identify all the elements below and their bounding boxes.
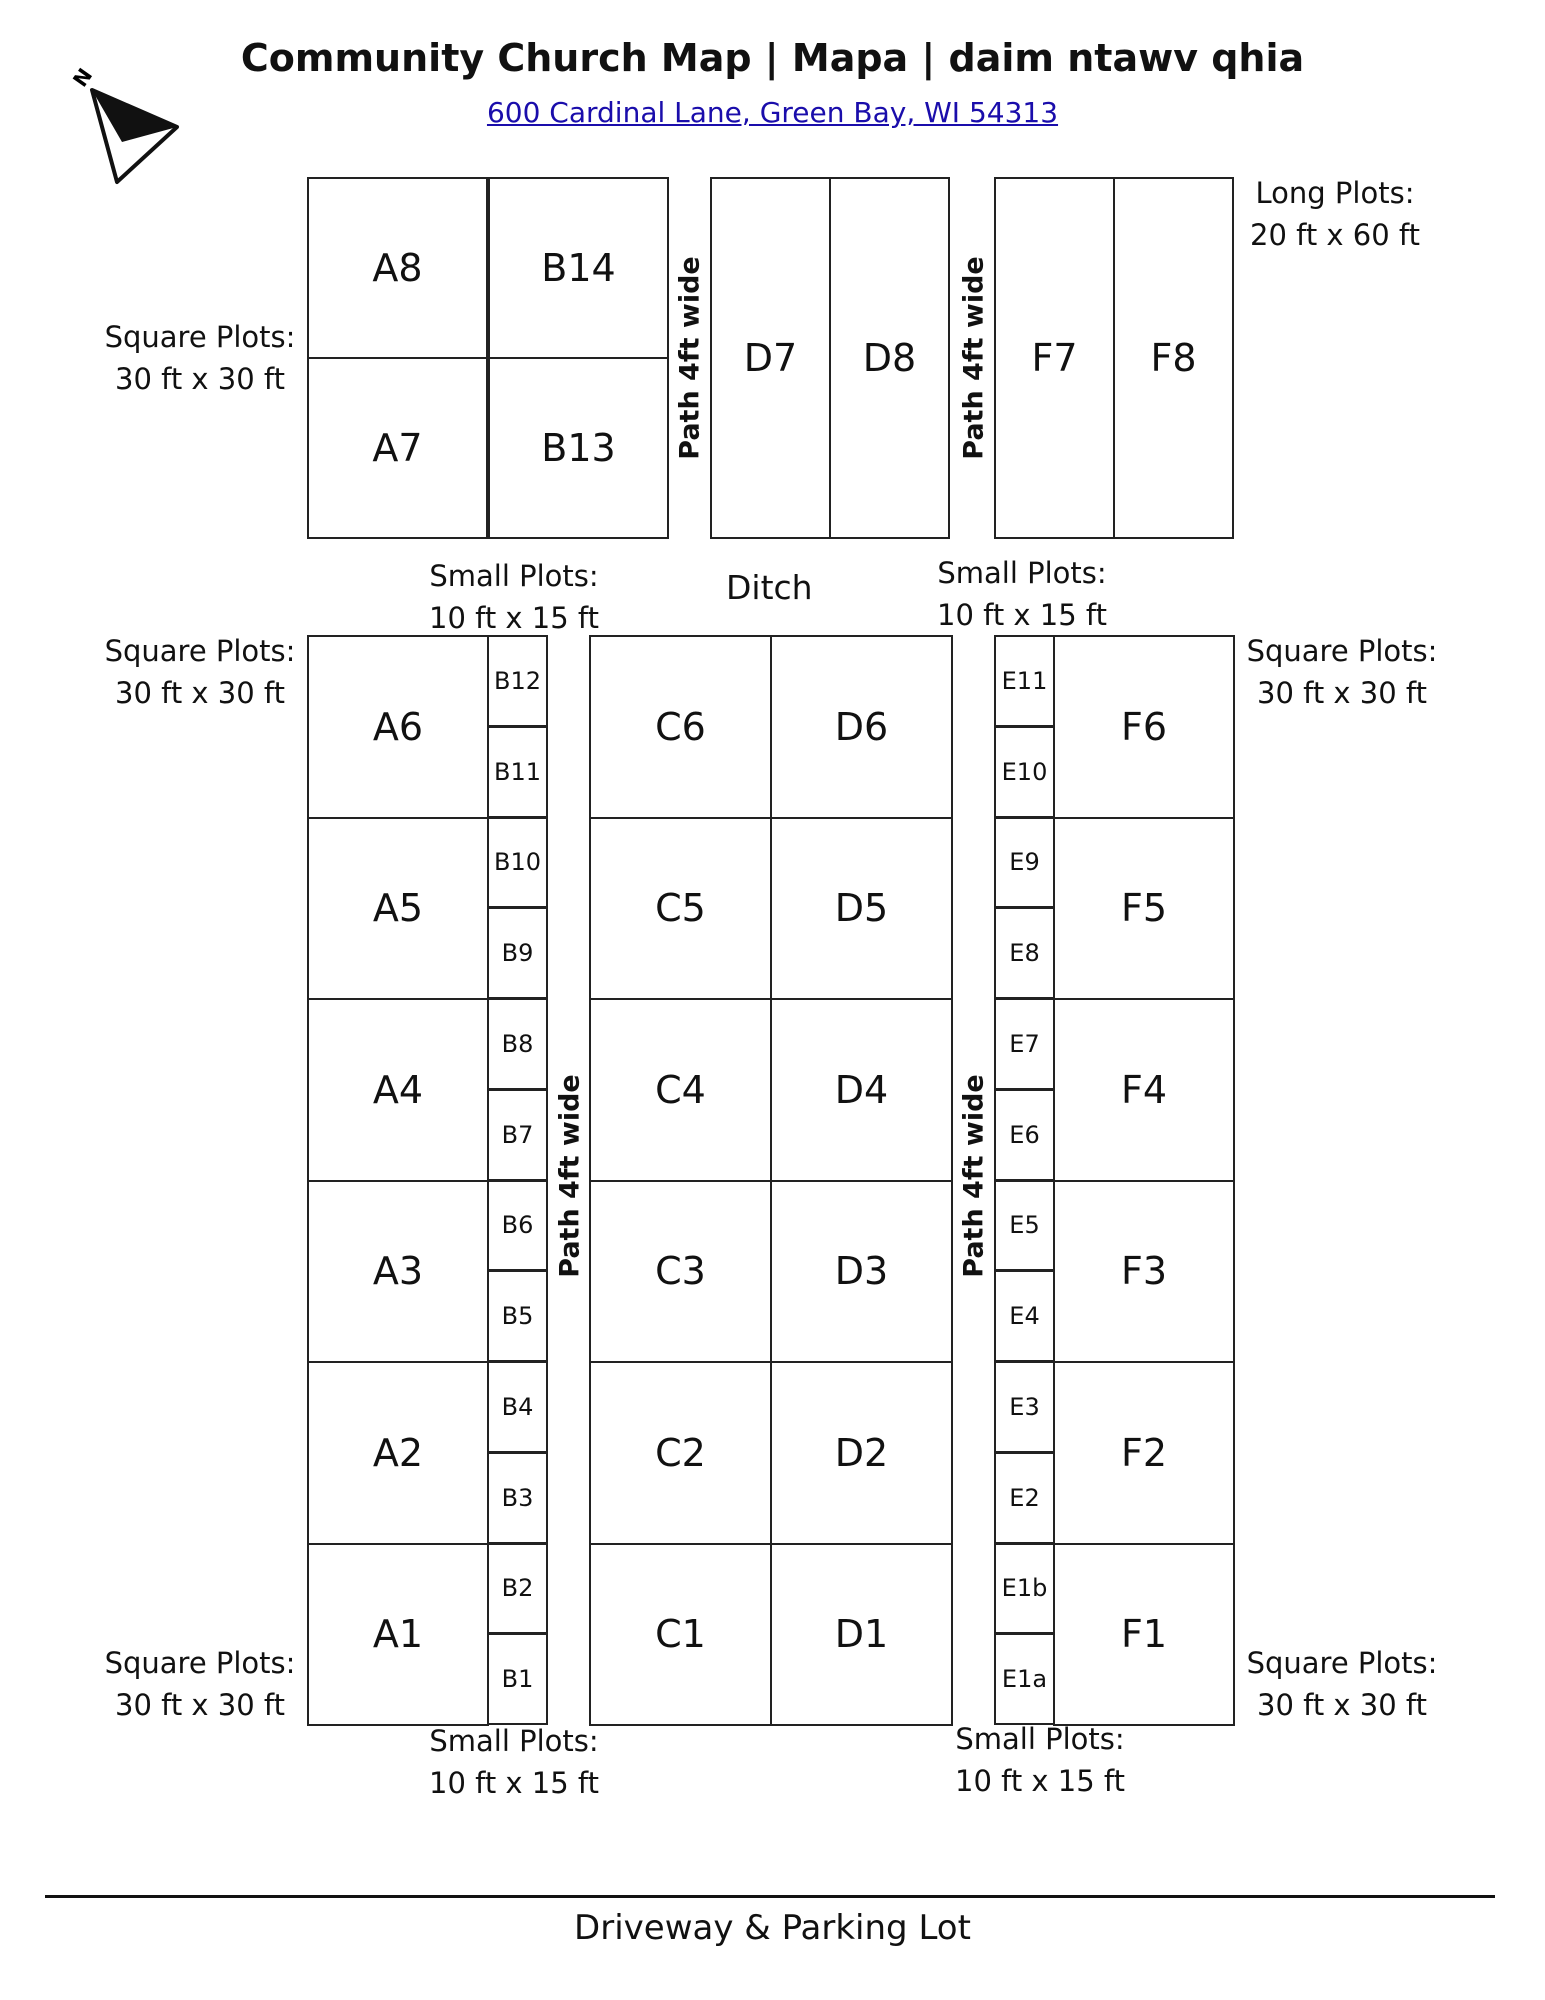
plot-d8[interactable]: D8 [829,177,950,539]
plot-f6[interactable]: F6 [1053,635,1235,819]
address-link[interactable]: 600 Cardinal Lane, Green Bay, WI 54313 [486,96,1059,129]
plot-small-b-0[interactable]: B1 [487,1633,548,1725]
plot-small-e-11[interactable]: E11 [994,635,1055,727]
label-small-top-right: Small Plots:10 ft x 15 ft [937,556,1107,632]
plot-b13[interactable]: B13 [488,357,669,539]
plot-small-b-2[interactable]: B3 [487,1451,548,1544]
plot-small-b-7[interactable]: B8 [487,998,548,1090]
plot-f5[interactable]: F5 [1053,816,1235,1000]
plot-small-b-6[interactable]: B7 [487,1088,548,1181]
plot-small-e-9[interactable]: E9 [994,816,1055,909]
plot-small-b-5[interactable]: B6 [487,1179,548,1272]
plot-a6[interactable]: A6 [307,635,489,819]
plot-a5[interactable]: A5 [307,816,489,1000]
plot-small-b-8[interactable]: B9 [487,907,548,999]
plot-small-b-10[interactable]: B11 [487,725,548,818]
label-square-bottom-right: Square Plots:30 ft x 30 ft [1246,1646,1438,1722]
plot-small-e-7[interactable]: E7 [994,998,1055,1090]
plot-small-e-1[interactable]: E1b [994,1542,1055,1635]
plot-small-e-0[interactable]: E1a [994,1633,1055,1725]
label-square-mid-left: Square Plots:30 ft x 30 ft [104,634,296,710]
north-arrow-icon: N [68,64,179,184]
compass-letter: N [68,64,97,91]
plot-f4[interactable]: F4 [1053,998,1235,1182]
plot-b14[interactable]: B14 [488,177,669,359]
page-title: Community Church Map | Mapa | daim ntawv… [240,36,1305,80]
plot-c1[interactable]: C1 [589,1542,772,1726]
plot-c2[interactable]: C2 [589,1361,772,1545]
plot-small-b-4[interactable]: B5 [487,1270,548,1362]
plot-d2[interactable]: D2 [770,1361,953,1545]
plot-small-e-5[interactable]: E5 [994,1179,1055,1272]
driveway-edge-line [45,1895,1495,1898]
label-square-mid-right: Square Plots:30 ft x 30 ft [1246,634,1438,710]
plot-small-b-9[interactable]: B10 [487,816,548,909]
plot-small-b-11[interactable]: B12 [487,635,548,727]
plot-small-e-2[interactable]: E2 [994,1451,1055,1544]
plot-f3[interactable]: F3 [1053,1179,1235,1363]
plot-a7[interactable]: A7 [307,357,488,539]
label-long-top-right: Long Plots:20 ft x 60 ft [1250,176,1420,252]
driveway-label: Driveway & Parking Lot [574,1908,971,1948]
plot-d4[interactable]: D4 [770,998,953,1182]
plot-small-b-1[interactable]: B2 [487,1542,548,1635]
path-label-top-left: Path 4ft wide [674,256,706,460]
plot-small-e-3[interactable]: E3 [994,1361,1055,1453]
path-label-top-right: Path 4ft wide [958,256,990,460]
ditch-label: Ditch [726,568,813,607]
plot-a8[interactable]: A8 [307,177,488,359]
plot-a4[interactable]: A4 [307,998,489,1182]
plot-small-e-4[interactable]: E4 [994,1270,1055,1362]
plot-a1[interactable]: A1 [307,1542,489,1726]
label-small-bottom-left: Small Plots:10 ft x 15 ft [429,1724,599,1800]
label-small-bottom-right: Small Plots:10 ft x 15 ft [955,1722,1125,1798]
plot-c6[interactable]: C6 [589,635,772,819]
plot-f1[interactable]: F1 [1053,1542,1235,1726]
plot-a2[interactable]: A2 [307,1361,489,1545]
plot-c3[interactable]: C3 [589,1179,772,1363]
plot-small-b-3[interactable]: B4 [487,1361,548,1453]
plot-small-e-8[interactable]: E8 [994,907,1055,999]
plot-small-e-10[interactable]: E10 [994,725,1055,818]
label-square-top-left: Square Plots:30 ft x 30 ft [104,320,296,396]
plot-f7[interactable]: F7 [994,177,1115,539]
plot-f8[interactable]: F8 [1113,177,1234,539]
plot-a3[interactable]: A3 [307,1179,489,1363]
label-square-bottom-left: Square Plots:30 ft x 30 ft [104,1646,296,1722]
plot-d3[interactable]: D3 [770,1179,953,1363]
plot-d5[interactable]: D5 [770,816,953,1000]
path-label-lower-left: Path 4ft wide [554,1074,586,1278]
label-small-top-left: Small Plots:10 ft x 15 ft [429,559,599,635]
plot-small-e-6[interactable]: E6 [994,1088,1055,1181]
plot-c5[interactable]: C5 [589,816,772,1000]
plot-d1[interactable]: D1 [770,1542,953,1726]
plot-d6[interactable]: D6 [770,635,953,819]
plot-c4[interactable]: C4 [589,998,772,1182]
path-label-lower-right: Path 4ft wide [958,1074,990,1278]
plot-f2[interactable]: F2 [1053,1361,1235,1545]
plot-d7[interactable]: D7 [710,177,831,539]
